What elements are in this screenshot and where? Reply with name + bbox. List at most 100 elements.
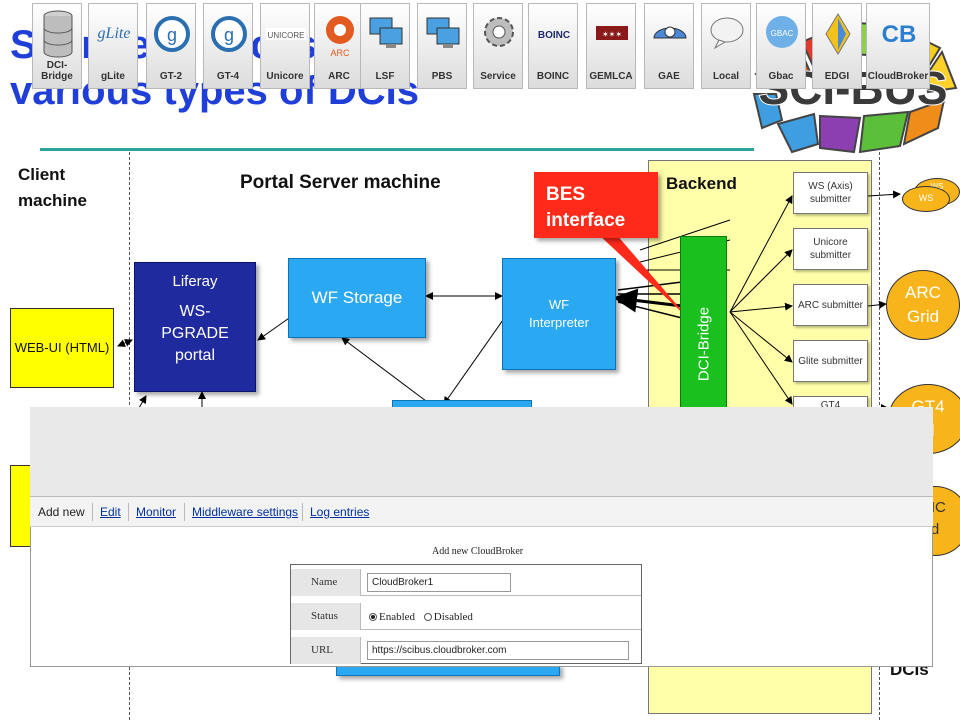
tile-gt2[interactable]: g GT-2 [146,3,196,89]
tile-label: GAE [658,71,680,82]
admin-menu-bar [30,497,933,527]
gear-icon [484,17,514,47]
menu-edit[interactable]: Edit [100,505,121,519]
tile-label: GT-2 [159,71,183,82]
form-row-status: Status Enabled Disabled [291,603,641,630]
wspgrade-portal-box: Liferay WS-PGRADE portal [134,262,256,392]
cloudbroker-icon: CB [882,21,917,48]
portal-server-label: Portal Server machine [240,172,441,193]
tile-service[interactable]: Service [473,3,523,89]
globus-icon: g [154,16,190,52]
arc-grid-ellipse: ARC Grid [886,270,960,340]
wspgrade-label: WS-PGRADE portal [161,303,229,364]
form-row-name: Name CloudBroker1 [291,569,641,596]
add-cloudbroker-form: Name CloudBroker1 Status Enabled Disable… [290,564,642,664]
menu-monitor[interactable]: Monitor [136,505,177,519]
ws-label: WS [918,193,934,203]
backend-label: Backend [666,174,737,193]
submitter-label: WS (Axis) submitter [808,181,853,205]
tile-cloudbroker[interactable]: CB CloudBroker [866,3,930,89]
submitter-label: GT4 [820,400,841,411]
tile-label: PBS [431,71,453,82]
database-icon [43,10,73,58]
ws-axis-submitter: WS (Axis) submitter [793,172,868,214]
tile-local[interactable]: Local [701,3,751,89]
svg-text:ARC: ARC [330,48,350,58]
tile-boinc[interactable]: BOINC BOINC [528,3,578,89]
app-engine-icon [653,26,687,39]
name-input[interactable]: CloudBroker1 [367,573,511,592]
tile-arc[interactable]: ARC ARC [314,3,364,89]
svg-text:g: g [224,25,234,45]
tile-label: EDGI [824,71,850,82]
status-label: Status [291,603,361,630]
bes-interface-callout: BES interface [534,172,658,238]
dci-bridge-bar [680,236,727,416]
gbac-icon: GBAC [766,16,798,48]
tile-edgi[interactable]: EDGI [812,3,862,89]
tile-label: ARC [328,71,350,82]
dci-bridge-text: DCI-Bridge [680,236,727,416]
unicore-icon: UNICORE [266,28,306,40]
status-radio-group: Enabled Disabled [369,611,473,623]
svg-text:g: g [167,25,177,45]
tile-unicore[interactable]: UNICORE Unicore [260,3,310,89]
url-input[interactable]: https://scibus.cloudbroker.com [367,641,629,660]
web-ui-box: WEB-UI (HTML) [10,308,114,388]
tile-label: GEMLCA [589,71,633,82]
wf-interpreter-label: WF Interpreter [529,297,589,330]
tile-label: CloudBroker [867,71,929,82]
url-label: URL [291,637,361,664]
liferay-label: Liferay [172,273,218,290]
form-row-url: URL https://scibus.cloudbroker.com [291,637,641,664]
tile-lsf[interactable]: LSF [360,3,410,89]
tile-pbs[interactable]: PBS [417,3,467,89]
computers-icon [369,17,403,48]
glite-icon: gLite [98,25,131,42]
tile-dci-bridge[interactable]: DCI-Bridge [32,3,82,89]
menu-separator [128,503,129,521]
radio-disabled[interactable] [423,613,432,621]
dci-bridge-label: DCI-Bridge [695,306,712,382]
arc-grid-label: ARC Grid [905,283,941,326]
tile-gae[interactable]: GAE [644,3,694,89]
menu-add-new[interactable]: Add new [38,505,85,519]
menu-separator [92,503,93,521]
computers-icon [426,17,460,48]
client-box-partial [10,465,32,547]
ws-service-ellipse: WS [902,186,950,212]
svg-text:CB: CB [882,21,917,48]
glite-submitter: Glite submitter [793,340,868,382]
tile-glite[interactable]: gLite gLite [88,3,138,89]
name-label: Name [291,569,361,596]
tile-gbac[interactable]: GBAC Gbac [756,3,806,89]
svg-text:GBAC: GBAC [771,29,794,38]
tile-label: BOINC [536,71,570,82]
arc-icon: ARC [326,16,354,58]
svg-text:gLite: gLite [98,25,131,42]
arc-submitter: ARC submitter [793,284,868,326]
submitter-label: ARC submitter [797,299,863,311]
web-ui-label: WEB-UI (HTML) [14,340,110,355]
globus-icon: g [211,16,247,52]
wf-storage-label: WF Storage [311,288,403,307]
submitter-label: Glite submitter [798,355,863,367]
middleware-icon-strip [30,407,933,497]
svg-text:BOINC: BOINC [538,30,570,41]
form-title: Add new CloudBroker [432,546,524,557]
client-machine-label: Client machine [18,165,87,210]
tile-label: gLite [101,71,125,82]
third-grid-label-2: d [930,521,940,538]
tile-gt4[interactable]: g GT-4 [203,3,253,89]
tile-gemlca[interactable]: ✶✶✶ GEMLCA [586,3,636,89]
tile-label: GT-4 [216,71,240,82]
tile-label: Unicore [266,71,304,82]
menu-separator [302,503,303,521]
speech-bubble-icon [710,17,744,50]
radio-enabled[interactable] [369,613,377,621]
wf-interpreter-box: WF Interpreter [502,258,616,370]
menu-log-entries[interactable]: Log entries [310,505,370,519]
menu-middleware-settings[interactable]: Middleware settings [192,505,299,519]
radio-disabled-label: Disabled [433,611,473,623]
boinc-icon: BOINC [538,30,570,41]
